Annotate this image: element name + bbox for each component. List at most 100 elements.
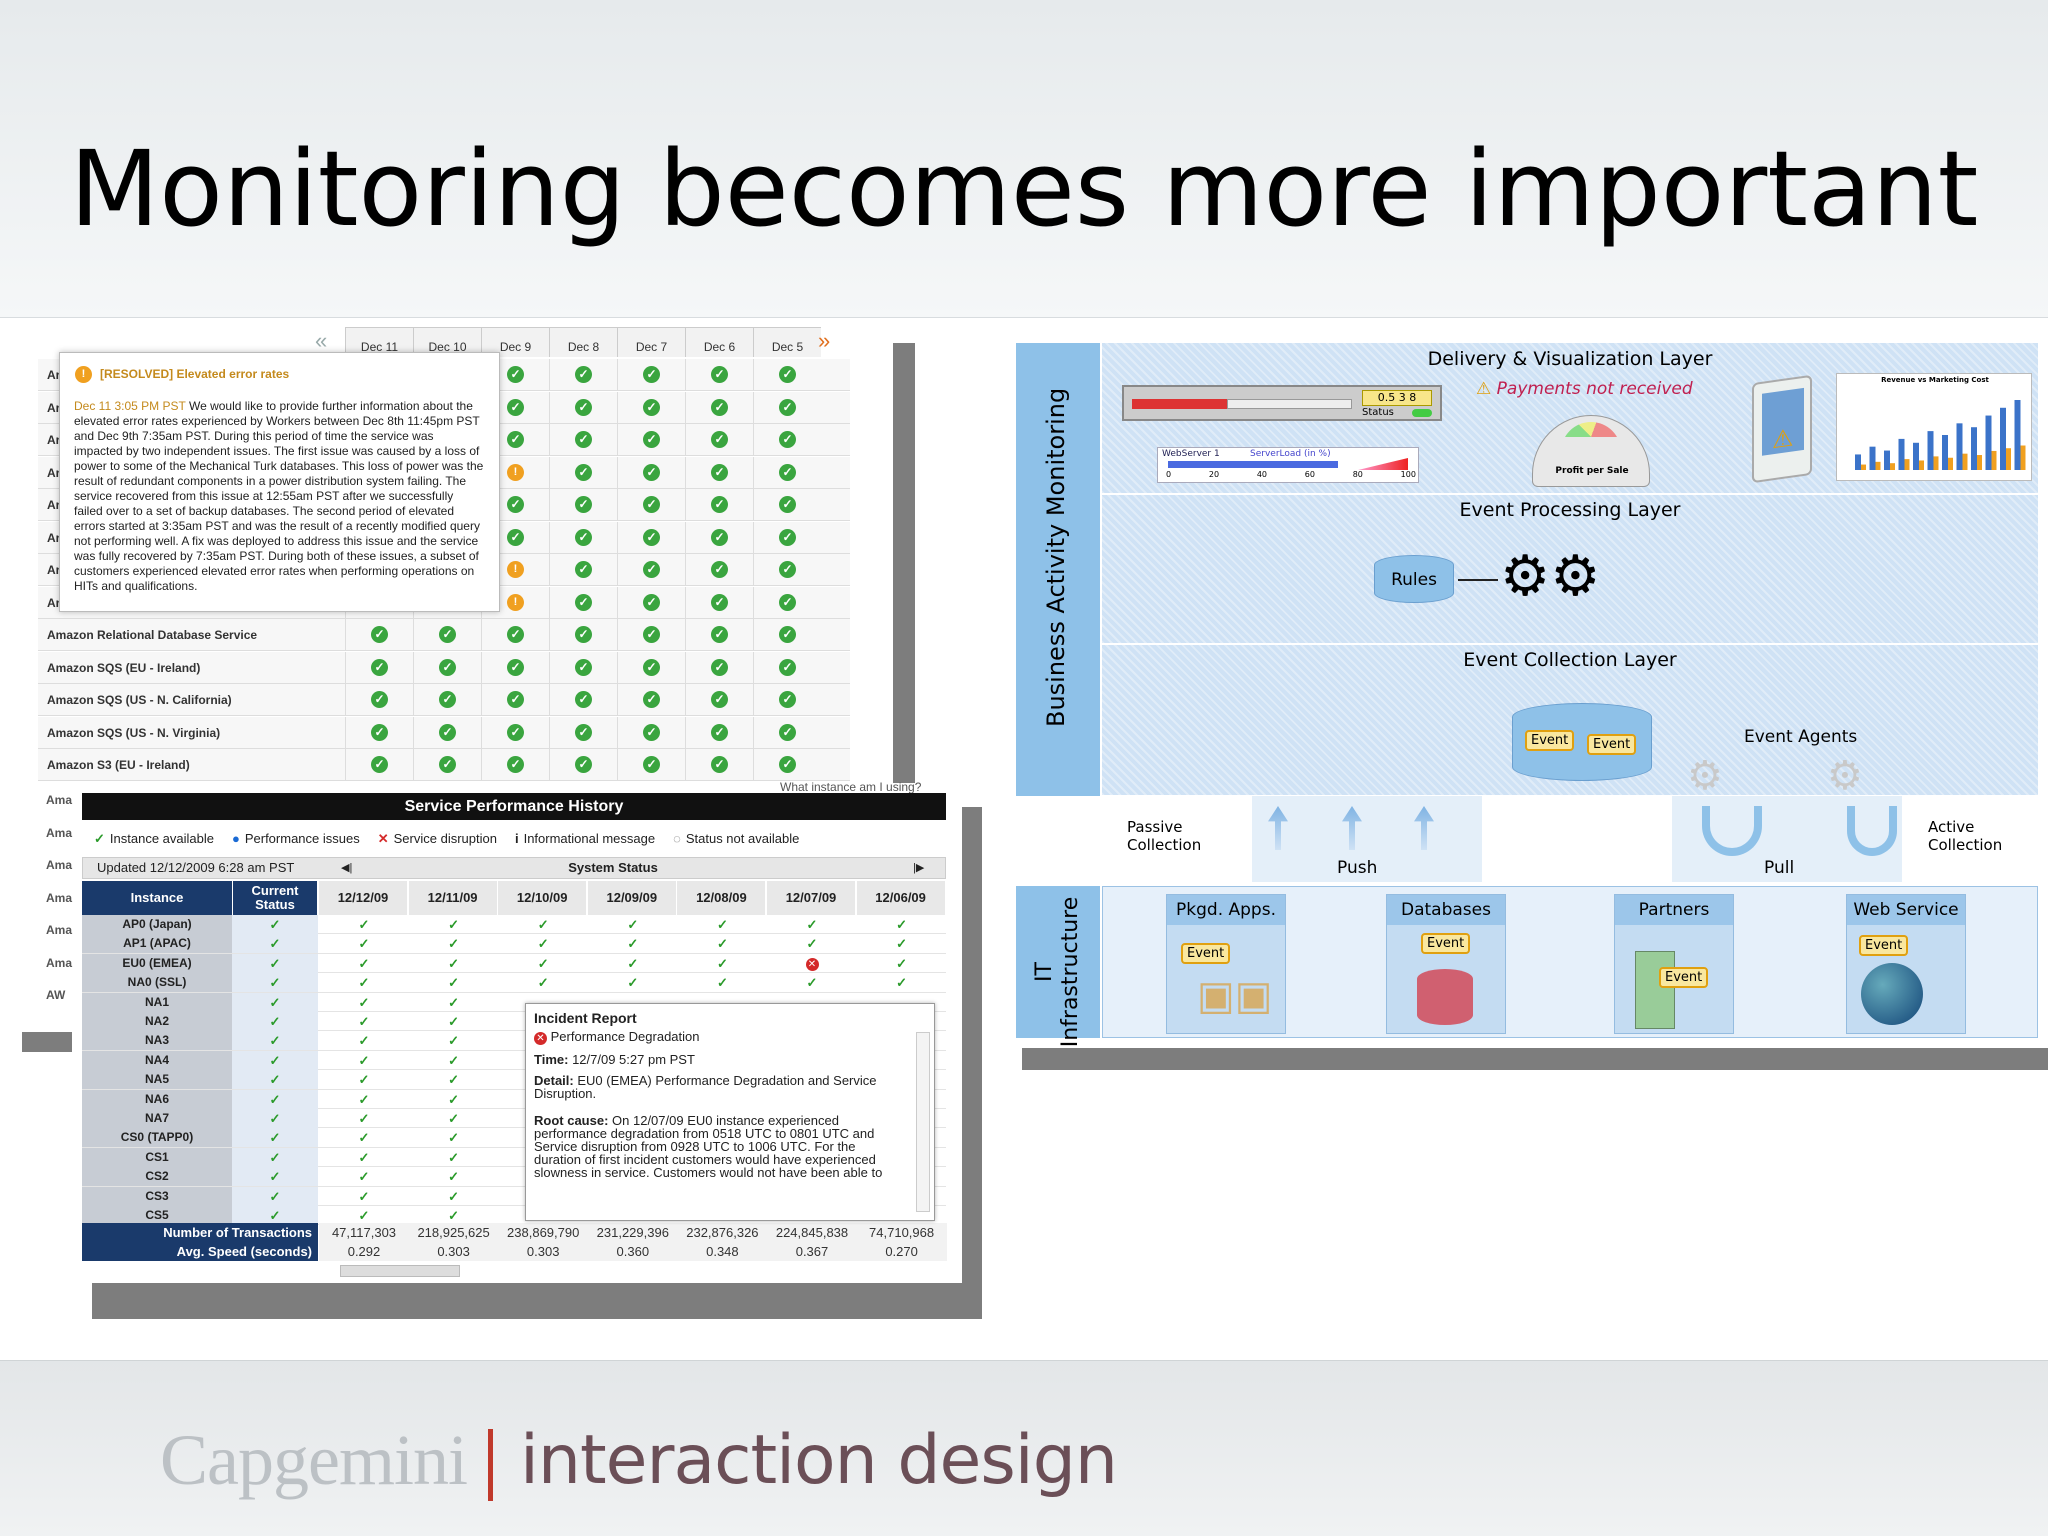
instance-row[interactable]: NA1✓✓✓	[82, 992, 946, 1012]
instance-row[interactable]: NA5✓✓✓	[82, 1070, 946, 1090]
instance-row[interactable]: NA4✓✓✓	[82, 1050, 946, 1071]
date-col-1[interactable]: 12/11/09	[408, 881, 497, 915]
status-cell: ✓	[409, 1031, 499, 1050]
status-ok-icon: ✓	[507, 496, 524, 513]
instance-row[interactable]: CS1✓✓✓	[82, 1147, 946, 1168]
status-ok-icon: ✓	[643, 528, 660, 546]
status-cell: ✓	[409, 1070, 499, 1089]
instance-row[interactable]: CS0 (TAPP0)✓✓✓	[82, 1128, 946, 1148]
current-status: ✓	[232, 1167, 318, 1187]
bam-side-bar: Business Activity Monitoring	[1016, 343, 1100, 796]
col-instance[interactable]: Instance	[82, 881, 232, 915]
incident-text: We would like to provide further informa…	[74, 399, 484, 593]
status-cell: ✓	[481, 651, 549, 684]
next-dates-icon[interactable]: »	[818, 328, 831, 353]
check-icon: ✓	[269, 1014, 281, 1029]
revenue-chart: Revenue vs Marketing Cost	[1836, 373, 2032, 481]
instance-row[interactable]: EU0 (EMEA)✓✓✓✓✓✓✕✓	[82, 953, 946, 974]
instance-row[interactable]: NA2✓✓✓	[82, 1012, 946, 1032]
status-cell: ✓	[498, 973, 588, 992]
check-icon: ✓	[448, 1130, 460, 1146]
next-page-icon[interactable]: |▶	[913, 862, 925, 874]
pull-arrow-icon	[1847, 806, 1897, 856]
status-ok-icon: ✓	[575, 496, 592, 513]
warning-label: Payments not received	[1496, 379, 1693, 399]
instance-row[interactable]: NA7✓✓✓	[82, 1109, 946, 1129]
instance-row[interactable]: CS3✓✓✓	[82, 1186, 946, 1206]
instance-row[interactable]: CS2✓✓✓	[82, 1167, 946, 1187]
status-cell: ✓	[857, 973, 947, 992]
date-col-6[interactable]: 12/06/09	[856, 881, 945, 915]
status-cell: ✓	[617, 749, 685, 781]
service-name: Amazon SQS (US - N. California)	[47, 693, 232, 707]
prev-page-icon[interactable]: ◀|	[341, 862, 353, 874]
status-cell: ✓	[767, 915, 857, 934]
status-cell: ✕	[767, 954, 857, 973]
status-ok-icon: ✓	[371, 626, 388, 643]
status-ok-icon: ✓	[779, 398, 796, 416]
status-cell: ✓	[767, 934, 857, 953]
instance-row[interactable]: NA6✓✓✓	[82, 1089, 946, 1109]
legend-label: Status not available	[685, 831, 800, 846]
event-badge: Event	[1525, 730, 1575, 751]
cost-bar	[1861, 464, 1866, 470]
speed-value: 0.348	[677, 1242, 768, 1261]
transactions-value: 218,925,625	[408, 1223, 499, 1242]
date-col-4[interactable]: 12/08/09	[677, 881, 766, 915]
agent-gear-icon: ⚙	[1687, 753, 1723, 799]
check-icon: ✓	[269, 994, 281, 1010]
revenue-bar	[1898, 438, 1905, 470]
incident-scrollbar[interactable]	[916, 1032, 930, 1212]
transactions-value: 238,869,790	[498, 1223, 589, 1242]
instance-row[interactable]: NA0 (SSL)✓✓✓✓✓✓✓✓	[82, 973, 947, 993]
globe-icon	[1861, 963, 1923, 1025]
disruption-icon[interactable]: ✕	[805, 957, 819, 971]
it-side-bar: IT Infrastructure	[1016, 886, 1100, 1047]
cost-bar	[1919, 460, 1924, 470]
date-col-5[interactable]: 12/07/09	[767, 881, 855, 915]
instance-row[interactable]: NA3✓✓✓	[82, 1031, 946, 1051]
status-cell: ✓	[677, 954, 767, 973]
instance-name: CS2	[82, 1167, 232, 1187]
prev-dates-icon[interactable]: «	[315, 328, 328, 353]
date-col-3[interactable]: 12/09/09	[587, 881, 676, 915]
status-ok-icon: ✓	[507, 398, 524, 416]
revenue-chart-title: Revenue vs Marketing Cost	[1881, 376, 1989, 384]
cost-bar	[1977, 455, 1982, 470]
collection-layer: Event Collection Layer Event Event Event…	[1102, 645, 2038, 799]
check-icon: ✓	[448, 994, 460, 1010]
status-ok-icon: ✓	[643, 496, 660, 513]
status-ok-icon: ✓	[643, 561, 660, 578]
instance-row[interactable]: AP1 (APAC)✓✓✓✓✓✓✓✓	[82, 934, 946, 954]
event-agents-label: Event Agents	[1744, 727, 1858, 747]
status-ok-icon: ✓	[711, 431, 728, 448]
service-name-stub: Ar	[47, 368, 61, 382]
status-cell: ✓	[685, 749, 753, 781]
check-icon: ✓	[537, 936, 549, 952]
status-cell: ✓	[319, 1148, 409, 1167]
status-cell: ✓	[685, 684, 753, 716]
transactions-value: 74,710,968	[856, 1223, 947, 1242]
instance-row[interactable]: AP0 (Japan)✓✓✓✓✓✓✓✓	[82, 915, 946, 935]
scale-tick: 100	[1400, 470, 1416, 479]
status-cell: ✓	[549, 489, 617, 521]
service-name-stub: Ar	[47, 465, 61, 480]
panel-shadow	[22, 1032, 72, 1052]
instance-link[interactable]: What instance am I using?	[780, 780, 922, 794]
check-icon: ✓	[448, 917, 460, 932]
col-current-status[interactable]: Current Status	[233, 881, 317, 915]
horizontal-scrollbar[interactable]	[340, 1265, 460, 1277]
current-status: ✓	[232, 973, 318, 993]
check-icon: ✓	[537, 955, 549, 971]
service-name-stub: Ama	[46, 793, 73, 807]
status-ok-icon: ✓	[507, 431, 524, 448]
date-col-2[interactable]: 12/10/09	[498, 881, 587, 915]
date-col-0[interactable]: 12/12/09	[319, 881, 407, 915]
event-badge: Event	[1587, 734, 1637, 755]
check-icon: ✓	[448, 1208, 460, 1223]
status-ok-icon: ✓	[779, 366, 796, 383]
check-icon: ✓	[269, 917, 281, 932]
check-icon: ✓	[269, 1072, 281, 1088]
